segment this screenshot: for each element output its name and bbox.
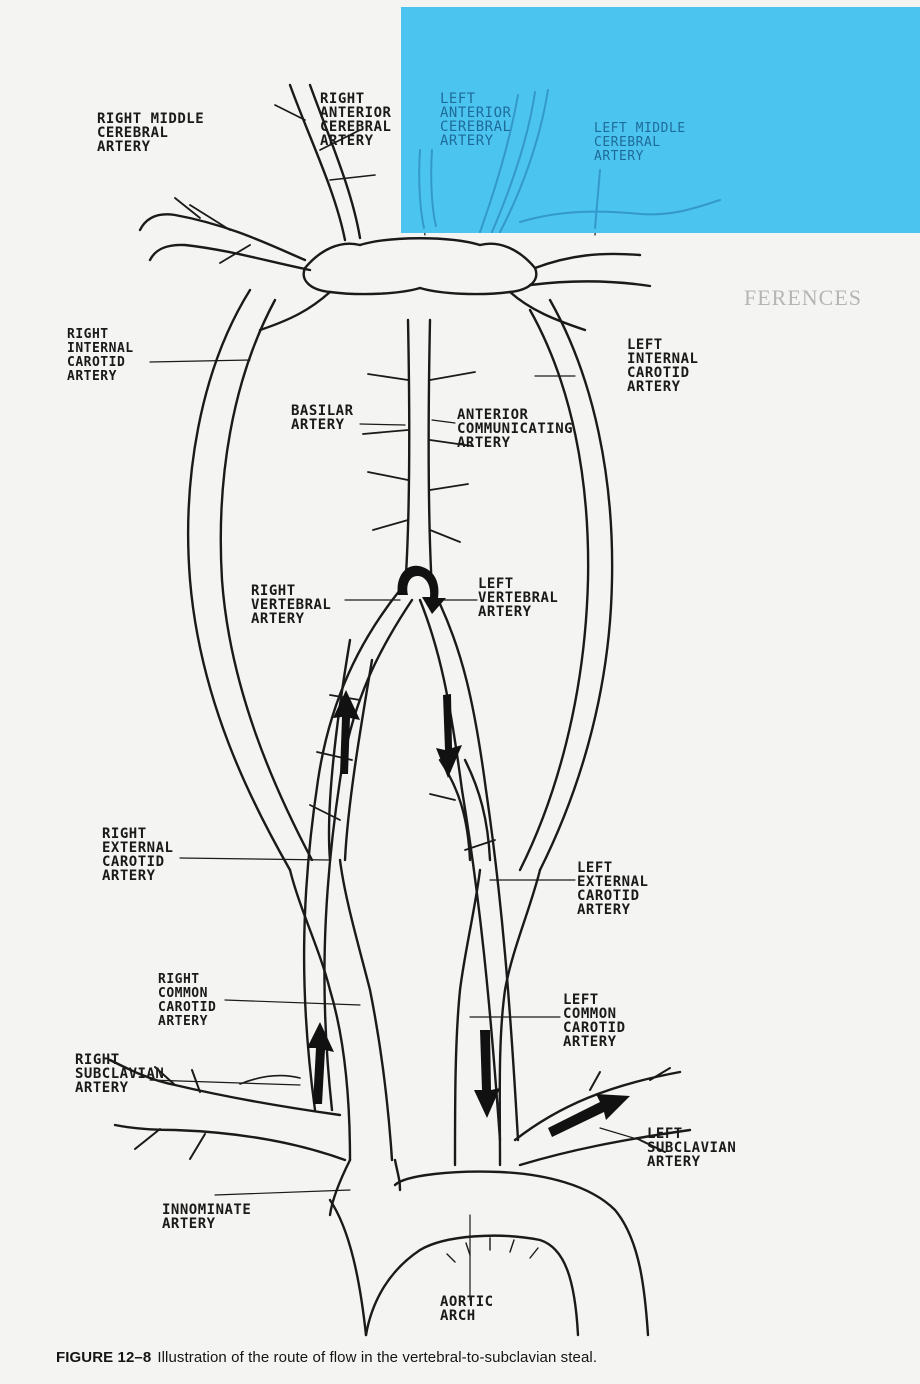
label-left-anterior-cerebral-artery: LEFT ANTERIOR CEREBRAL ARTERY <box>440 92 511 148</box>
label-left-middle-cerebral-artery: LEFT MIDDLE CEREBRAL ARTERY <box>594 122 686 164</box>
label-right-external-carotid-artery: RIGHT EXTERNAL CAROTID ARTERY <box>102 827 173 883</box>
label-left-internal-carotid-artery: LEFT INTERNAL CAROTID ARTERY <box>627 338 698 394</box>
label-right-vertebral-artery: RIGHT VERTEBRAL ARTERY <box>251 584 331 626</box>
label-right-middle-cerebral-artery: RIGHT MIDDLE CEREBRAL ARTERY <box>97 112 204 154</box>
figure-number: FIGURE 12–8 <box>56 1349 151 1366</box>
label-innominate-artery: INNOMINATE ARTERY <box>162 1203 251 1231</box>
innominate-artery-vessel <box>330 1160 400 1215</box>
figure-caption-text: Illustration of the route of flow in the… <box>157 1349 597 1366</box>
label-anterior-communicating-artery: ANTERIOR COMMUNICATING ARTERY <box>457 408 573 450</box>
figure-caption: FIGURE 12–8 Illustration of the route of … <box>56 1349 597 1366</box>
label-right-subclavian-artery: RIGHT SUBCLAVIAN ARTERY <box>75 1053 164 1095</box>
label-left-common-carotid-artery: LEFT COMMON CAROTID ARTERY <box>563 993 626 1049</box>
label-basilar-artery: BASILAR ARTERY <box>291 404 354 432</box>
arrow-left-subclavian-icon <box>548 1094 630 1137</box>
label-left-subclavian-artery: LEFT SUBCLAVIAN ARTERY <box>647 1127 736 1169</box>
label-left-vertebral-artery: LEFT VERTEBRAL ARTERY <box>478 577 558 619</box>
label-right-anterior-cerebral-artery: RIGHT ANTERIOR CEREBRAL ARTERY <box>320 92 391 148</box>
label-right-common-carotid-artery: RIGHT COMMON CAROTID ARTERY <box>158 973 216 1029</box>
label-left-external-carotid-artery: LEFT EXTERNAL CAROTID ARTERY <box>577 861 648 917</box>
label-aortic-arch: AORTIC ARCH <box>440 1295 494 1323</box>
left-cerebral-arteries <box>530 254 650 286</box>
basilar-artery-vessel <box>363 320 475 590</box>
label-right-internal-carotid-artery: RIGHT INTERNAL CAROTID ARTERY <box>67 328 134 384</box>
